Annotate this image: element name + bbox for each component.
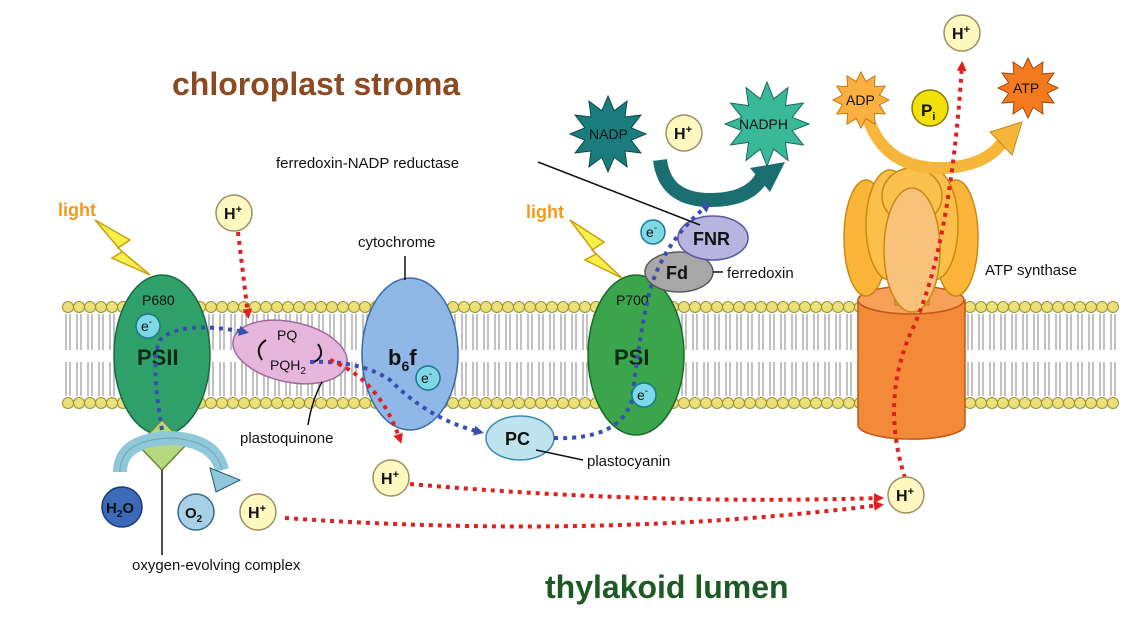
b6f-tail: f — [409, 345, 417, 370]
svg-text:b6f: b6f — [388, 345, 417, 374]
fnr-enzyme: FNR — [677, 215, 749, 261]
svg-text:H+: H+ — [248, 503, 266, 522]
svg-text:H+: H+ — [674, 124, 692, 143]
pc-label: PC — [505, 429, 530, 449]
adp-molecule: ADP — [831, 70, 891, 130]
proton-lumen-b6f: H+ — [372, 459, 410, 497]
svg-text:e-: e- — [637, 386, 648, 403]
oec-label: oxygen-evolving complex — [132, 557, 301, 574]
light-bolt-icon-2 — [569, 219, 623, 279]
pqh2-label: PQH — [270, 357, 300, 373]
svg-text:Pi: Pi — [921, 101, 935, 123]
proton-stroma-psii: H+ — [215, 194, 253, 232]
light-bolt-icon-1 — [94, 219, 151, 276]
svg-text:H+: H+ — [952, 24, 970, 43]
light-label-1: light — [58, 200, 96, 220]
oxygen-molecule: O2 — [177, 493, 215, 531]
water-molecule: H2O — [101, 486, 143, 528]
atp-synthase — [843, 167, 979, 440]
atp-molecule: ATP — [996, 56, 1060, 120]
svg-text:e-: e- — [141, 317, 152, 334]
electron-psii: e- — [135, 313, 161, 339]
nadp-molecule: NADP — [568, 94, 648, 174]
svg-text:e-: e- — [421, 369, 432, 386]
plastocyanin-label: plastocyanin — [587, 453, 670, 470]
fnr-full-label: ferredoxin-NADP reductase — [276, 155, 459, 172]
oxygen-evolving-complex — [113, 418, 242, 493]
proton-lumen-atp: H+ — [887, 476, 925, 514]
svg-text:H2O: H2O — [106, 500, 134, 520]
phosphate-molecule: Pi — [911, 89, 949, 127]
fnr-label: FNR — [693, 229, 730, 249]
svg-text:H+: H+ — [224, 204, 242, 223]
plastoquinone-pool: PQ PQH2 — [232, 319, 348, 385]
p680-label: P680 — [142, 292, 175, 308]
photosystem-ii: P680 PSII — [113, 274, 211, 436]
ferredoxin-label: ferredoxin — [727, 265, 794, 282]
svg-text:PQH2: PQH2 — [270, 357, 306, 377]
light-label-2: light — [526, 202, 564, 222]
svg-text:e-: e- — [646, 223, 657, 240]
svg-text:O2: O2 — [185, 505, 203, 525]
psi-label: PSI — [614, 345, 649, 370]
svg-text:H+: H+ — [381, 469, 399, 488]
svg-text:NADPH: NADPH — [739, 116, 788, 132]
fd-label: Fd — [666, 263, 688, 283]
electron-psi: e- — [631, 382, 657, 408]
proton-transport-path — [236, 61, 967, 529]
svg-text:ADP: ADP — [846, 92, 875, 108]
cytochrome-b6f: b6f — [361, 277, 459, 431]
b6f-label: b — [388, 345, 401, 370]
pq-label: PQ — [277, 327, 297, 343]
stroma-title: chloroplast stroma — [172, 66, 460, 102]
lumen-title: thylakoid lumen — [545, 569, 789, 605]
nadph-molecule: NADPH — [723, 80, 811, 168]
callout-lines — [161, 161, 723, 555]
svg-text:NADP: NADP — [589, 126, 628, 142]
proton-stroma-atp: H+ — [943, 14, 981, 52]
p700-label: P700 — [616, 292, 649, 308]
electron-fd: e- — [640, 219, 666, 245]
svg-text:ATP: ATP — [1013, 80, 1039, 96]
atp-formation-arrow — [862, 115, 1023, 175]
electron-b6f: e- — [415, 365, 441, 391]
svg-text:H+: H+ — [896, 486, 914, 505]
pqh2-sub: 2 — [300, 366, 306, 377]
atp-synthase-label: ATP synthase — [985, 262, 1077, 279]
nadp-reduction-arrow — [653, 158, 785, 208]
cytochrome-label: cytochrome — [358, 234, 436, 251]
b6f-sub: 6 — [401, 358, 409, 374]
proton-stroma-nadp: H+ — [665, 114, 703, 152]
plastoquinone-label: plastoquinone — [240, 430, 333, 447]
plastocyanin: PC — [485, 415, 555, 461]
proton-lumen-oec: H+ — [239, 493, 277, 531]
